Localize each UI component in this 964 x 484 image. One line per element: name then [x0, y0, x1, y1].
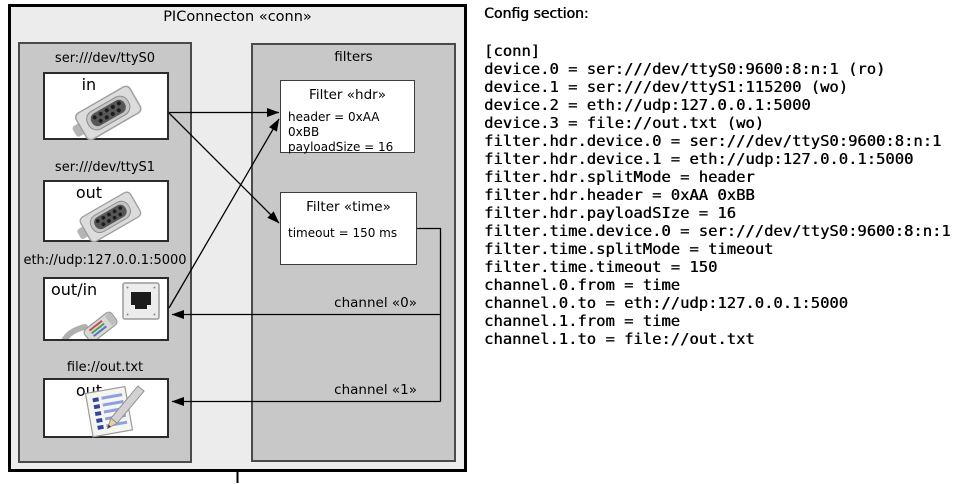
config-line: channel.1.from = time: [484, 312, 680, 330]
device-box-ttyS0: in: [43, 72, 169, 140]
config-line: channel.0.to = eth://udp:127.0.0.1:5000: [484, 294, 848, 312]
device-box-eth: out/in: [43, 277, 169, 341]
filters-group-label: filters: [334, 49, 373, 65]
filter-prop: payloadSize = 16: [288, 140, 394, 154]
config-line: filter.hdr.device.0 = ser:///dev/ttyS0:9…: [484, 132, 942, 150]
config-heading: Config section:: [484, 6, 589, 22]
config-line: device.0 = ser:///dev/ttyS0:9600:8:n:1 (…: [484, 60, 886, 78]
config-section: Config section: [conn] device.0 = ser://…: [484, 5, 962, 348]
config-line: channel.0.from = time: [484, 276, 680, 294]
config-line: channel.1.to = file://out.txt: [484, 330, 755, 348]
serial-port-icon: [77, 191, 142, 242]
device-box-file: out: [43, 378, 169, 438]
filter-prop: timeout = 150 ms: [288, 226, 398, 240]
config-line: [conn]: [484, 42, 540, 60]
config-line: filter.hdr.device.1 = eth://udp:127.0.0.…: [484, 150, 914, 168]
filter-title: Filter «time»: [306, 199, 391, 215]
device-url-label: eth://udp:127.0.0.1:5000: [23, 253, 187, 268]
config-lines: [conn] device.0 = ser:///dev/ttyS0:9600:…: [484, 42, 962, 348]
channel-0-label: channel «0»: [334, 295, 417, 311]
ethernet-icon: [62, 282, 160, 339]
config-line: filter.time.splitMode = timeout: [484, 240, 774, 258]
diagram-title: PIConnecton «conn»: [163, 9, 312, 25]
serial-port-icon: [72, 85, 142, 140]
device-url-label: file://out.txt: [66, 360, 144, 375]
device-role-label: out/in: [51, 280, 98, 299]
filter-box-time: Filter «time» timeout = 150 ms: [280, 192, 417, 265]
filter-title: Filter «hdr»: [309, 87, 386, 103]
device-role-label: in: [81, 75, 97, 94]
device-url-label: ser:///dev/ttyS1: [54, 160, 156, 175]
device-role-label: out: [75, 183, 103, 202]
filter-prop: header = 0xAA 0xBB: [288, 110, 380, 139]
filter-box-hdr: Filter «hdr» header = 0xAA 0xBB payloadS…: [280, 80, 415, 154]
channel-1-label: channel «1»: [334, 382, 417, 398]
notepad-icon: [84, 385, 145, 438]
config-line: filter.time.device.0 = ser:///dev/ttyS0:…: [484, 222, 951, 240]
device-box-ttyS1: out: [43, 180, 169, 242]
config-line: filter.hdr.header = 0xAA 0xBB: [484, 186, 755, 204]
config-line: filter.hdr.payloadSIze = 16: [484, 204, 736, 222]
config-line: device.2 = eth://udp:127.0.0.1:5000: [484, 96, 811, 114]
config-line: device.3 = file://out.txt (wo): [484, 114, 764, 132]
config-line: filter.hdr.splitMode = header: [484, 168, 755, 186]
config-line: filter.time.timeout = 150: [484, 258, 718, 276]
config-line: device.1 = ser:///dev/ttyS1:115200 (wo): [484, 78, 848, 96]
device-url-label: ser:///dev/ttyS0: [54, 51, 156, 66]
